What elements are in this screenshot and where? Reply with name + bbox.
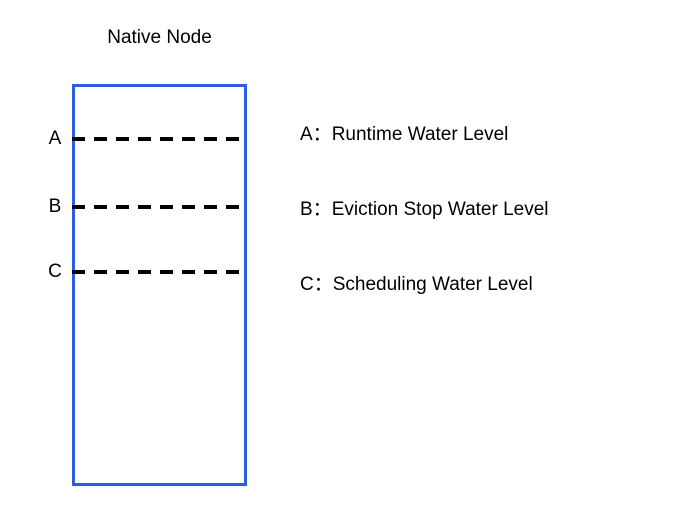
legend-label-b: Eviction Stop Water Level — [331, 199, 549, 220]
water-level-line-c — [72, 270, 247, 274]
native-node-box — [72, 84, 247, 486]
legend-item-c: C：Scheduling Water Level — [300, 273, 533, 297]
page-title: Native Node — [107, 27, 212, 48]
level-marker-c: C — [48, 261, 62, 282]
legend-label-a: Runtime Water Level — [331, 124, 509, 145]
legend-key-c: C： — [300, 274, 333, 295]
legend-item-a: A：Runtime Water Level — [300, 123, 508, 147]
level-marker-a: A — [48, 128, 62, 149]
level-marker-b: B — [48, 196, 62, 217]
legend-item-b: B：Eviction Stop Water Level — [300, 198, 549, 222]
legend-label-c: Scheduling Water Level — [332, 274, 533, 295]
water-level-line-a — [72, 137, 247, 141]
legend-key-a: A： — [300, 124, 332, 145]
legend-key-b: B： — [300, 199, 332, 220]
water-level-line-b — [72, 205, 247, 209]
